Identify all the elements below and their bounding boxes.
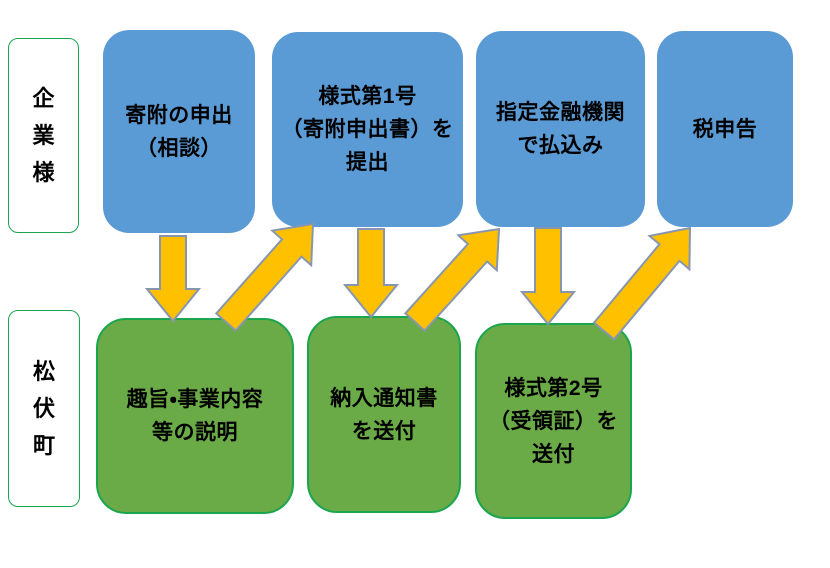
flow-arrow-up-3: [592, 226, 692, 341]
step-form1-submit: 様式第1号 （寄附申出書）を 提出: [272, 32, 463, 227]
step-purpose-explanation-text: 趣旨・事業内容 等の説明: [126, 388, 264, 444]
lane-town-text: 松 伏 町: [32, 359, 55, 458]
lane-label-town: 松 伏 町: [8, 310, 80, 507]
step-tax-filing: 税申告: [657, 31, 793, 227]
step-form2-receipt-text: 様式第2号 （受領証）を 送付: [489, 376, 618, 466]
flow-arrow-down-3: [519, 227, 577, 326]
step-bank-payment: 指定金融機関 で払込み: [476, 31, 645, 227]
step-form1-submit-text: 様式第1号 （寄附申出書）を 提出: [281, 85, 454, 174]
flow-arrow-down-2: [342, 228, 400, 319]
step-bank-payment-text: 指定金融機関 で払込み: [496, 101, 625, 157]
step-tax-filing-text: 税申告: [692, 117, 758, 141]
lane-label-company: 企 業 様: [8, 38, 79, 233]
step-payment-notice: 納入通知書 を送付: [307, 316, 461, 513]
step-donation-offer-text: 寄附の申出 （相談）: [125, 103, 233, 160]
lane-company-text: 企 業 様: [32, 86, 55, 185]
step-purpose-explanation: 趣旨・事業内容 等の説明: [96, 318, 294, 514]
step-payment-notice-text: 納入通知書 を送付: [330, 386, 438, 443]
flow-arrow-up-1: [214, 222, 315, 333]
flow-arrow-down-1: [144, 235, 202, 323]
step-form2-receipt: 様式第2号 （受領証）を 送付: [475, 323, 632, 519]
step-donation-offer: 寄附の申出 （相談）: [103, 30, 255, 233]
